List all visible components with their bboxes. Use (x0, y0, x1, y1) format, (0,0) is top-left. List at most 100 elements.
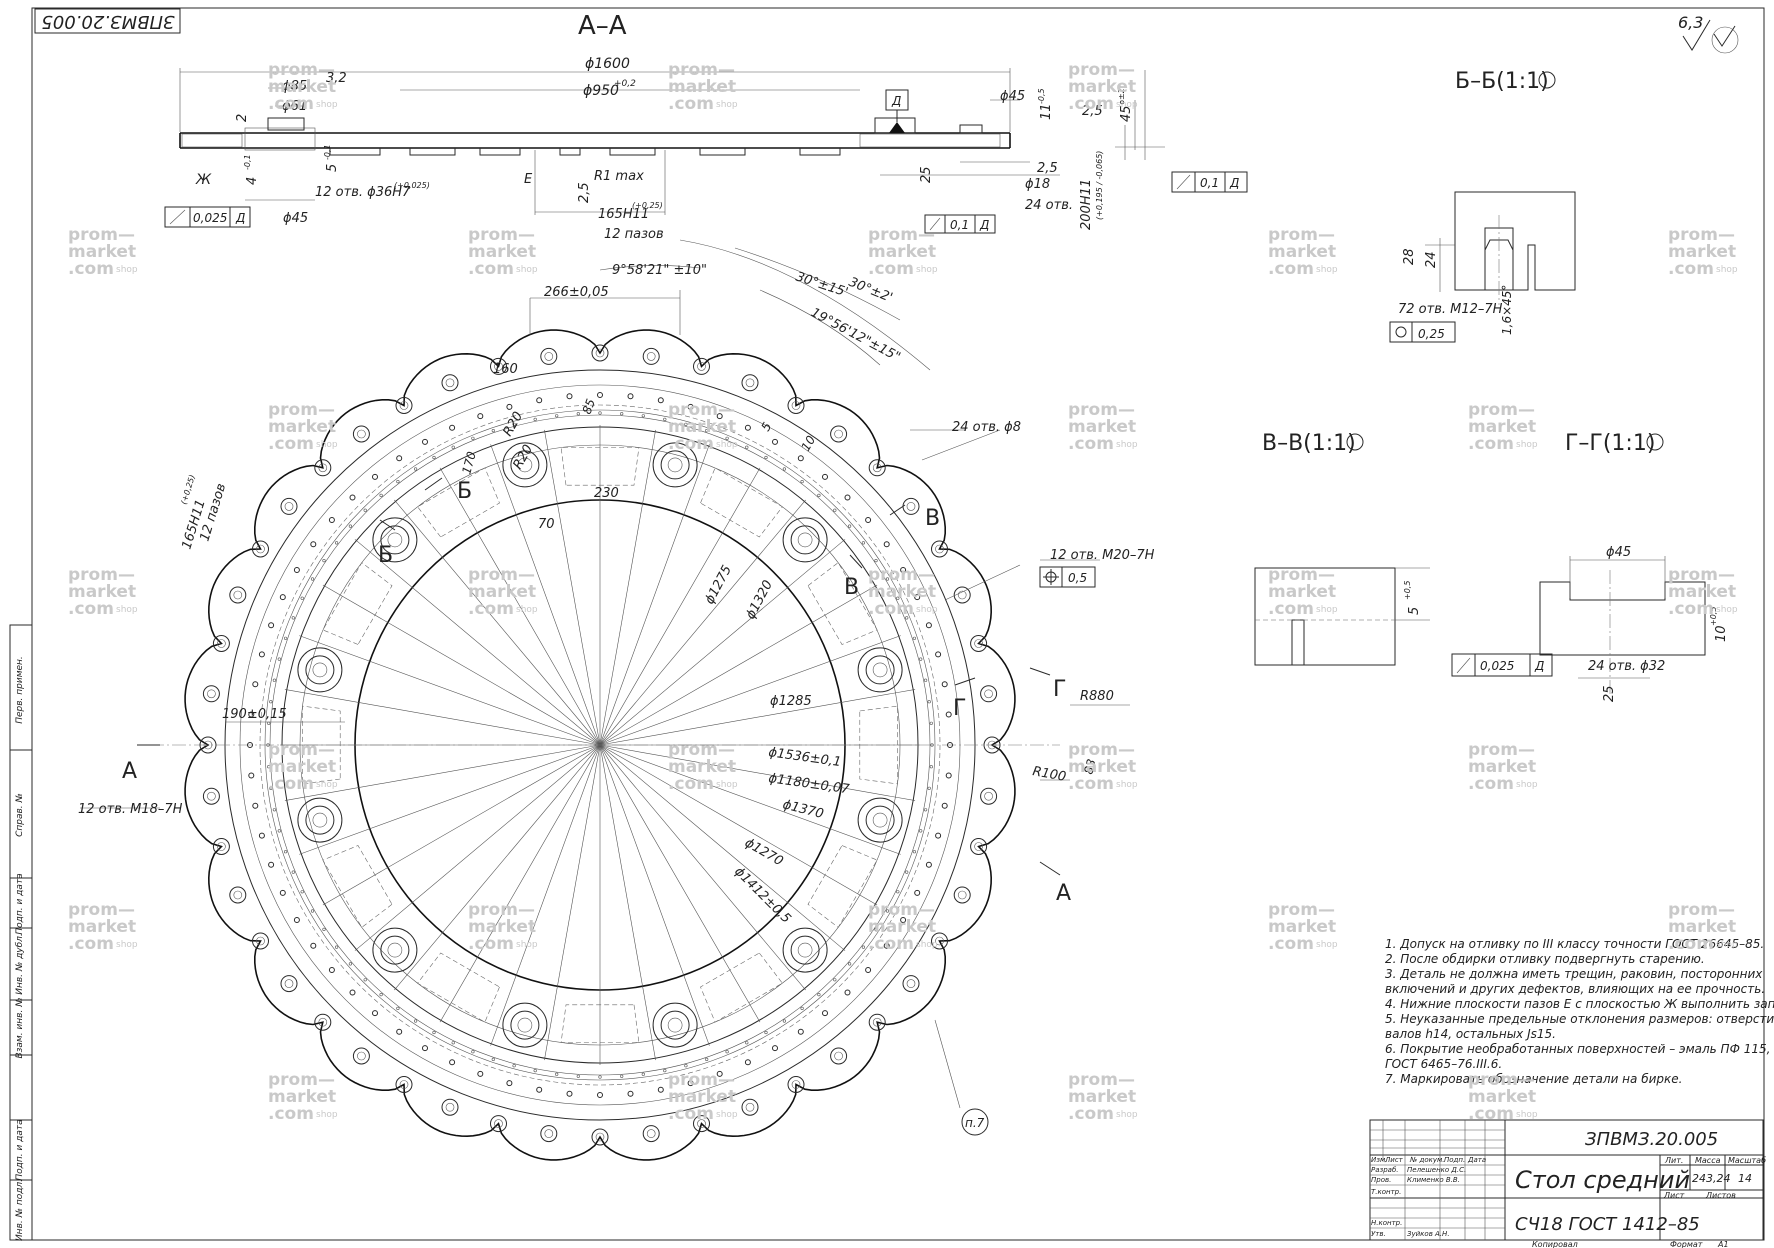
boss-hole-4 (387, 942, 403, 958)
small-hole-34 (252, 802, 259, 809)
ring-dot-79 (745, 445, 749, 449)
ring-dot-95 (929, 721, 933, 725)
small-hole-54 (597, 392, 603, 398)
boss-outer-7 (372, 517, 418, 563)
watermark-text: market (268, 1087, 336, 1107)
small-hole-2 (941, 802, 948, 809)
tb-sheets: Листов (1705, 1191, 1736, 1200)
watermark-suffix: shop (1316, 265, 1338, 275)
perimeter-hole-core-1 (984, 791, 993, 801)
dim-d85: ϕ85 (282, 79, 307, 94)
dim-d18: ϕ18 (1025, 177, 1050, 192)
watermark-text: market (1068, 757, 1136, 777)
small-hole-26 (372, 1010, 378, 1017)
ring-dot-17 (745, 1041, 749, 1045)
watermark-suffix: shop (316, 100, 338, 110)
small-hole-67 (914, 594, 921, 601)
watermark-text: prom— (268, 740, 335, 760)
section-gg-title: Г–Г(1:1) (1565, 431, 1655, 456)
small-hole-36 (247, 742, 253, 748)
ring-dot-18 (725, 1050, 729, 1054)
dim-r20-b: R20 (510, 442, 536, 472)
ring-dot-73 (620, 412, 624, 416)
perimeter-hole-core-40 (791, 401, 801, 410)
dim-d61: ϕ61 (282, 99, 307, 114)
perimeter-hole-11 (642, 1125, 660, 1143)
boss-inner-5 (305, 805, 335, 835)
tb-h-podp: Подп. (1444, 1156, 1465, 1164)
ring-dot-66 (471, 436, 475, 440)
note-line-5: 5. Неуказанные предельные отклонения раз… (1385, 1012, 1774, 1026)
ring-dot-12 (833, 978, 837, 982)
perimeter-hole-29 (280, 497, 298, 515)
tb-mass: 243,24 (1692, 1172, 1731, 1185)
watermark-text: .com (868, 259, 914, 279)
small-hole-71 (945, 711, 952, 718)
perimeter-hole-core-9 (745, 1102, 755, 1112)
watermark-text: market (668, 417, 736, 437)
perimeter-hole-6 (868, 1013, 886, 1031)
small-hole-18 (597, 1092, 603, 1098)
ring-dot-3 (923, 808, 928, 812)
tb-designation: ЗПВМЗ.20.005 (1585, 1129, 1718, 1150)
vv-dim-5: 5 (1407, 607, 1422, 615)
bb-dim-28: 28 (1402, 248, 1417, 265)
watermark-text: market (868, 582, 936, 602)
ring-dot-70 (555, 414, 559, 418)
ring-dot-1 (929, 765, 933, 769)
small-hole-42 (293, 567, 300, 573)
dim-10: 10 (798, 433, 818, 454)
perimeter-hole-15 (441, 1098, 459, 1116)
radial-line-22 (354, 539, 601, 746)
radial-line-30 (599, 467, 761, 746)
perimeter-hole-core-30 (318, 463, 328, 473)
watermark-suffix: shop (316, 1110, 338, 1120)
watermark-suffix: shop (116, 265, 138, 275)
dim-170: 170 (459, 450, 479, 476)
perimeter-hole-28 (252, 540, 269, 558)
watermark-text: .com (1268, 934, 1314, 954)
ring-dot-46 (269, 786, 273, 790)
radial-line-11 (490, 744, 601, 1046)
radial-line-24 (439, 467, 601, 746)
dim-5: 5 (758, 420, 774, 434)
radial-line-34 (599, 635, 901, 746)
perimeter-hole-core-37 (646, 352, 656, 361)
watermark-text: market (868, 242, 936, 262)
watermark-text: .com (1468, 434, 1514, 454)
radial-line-10 (544, 744, 601, 1061)
perimeter-hole-18 (314, 1013, 332, 1031)
note-line-3: включений и других дефектов, влияющих на… (1385, 982, 1765, 996)
perimeter-hole-26 (212, 635, 230, 652)
boss-hole-7 (387, 532, 403, 548)
watermark-text: market (1468, 1087, 1536, 1107)
ring-dot-25 (576, 1074, 580, 1078)
watermark-text: market (1068, 77, 1136, 97)
perimeter-hole-16 (395, 1076, 413, 1093)
dim-5: 5 (325, 164, 340, 172)
ring-dot-68 (512, 422, 516, 426)
note-line-8: ГОСТ 6465–76.III.6. (1385, 1057, 1502, 1071)
watermark-suffix: shop (716, 1110, 738, 1120)
ring-dot-24 (598, 1075, 602, 1079)
radial-line-31 (599, 499, 806, 746)
dim-25-d: 25 (919, 166, 934, 183)
perimeter-hole-core-44 (935, 544, 944, 554)
watermark-text: .com (868, 934, 914, 954)
ring-dot-11 (847, 962, 852, 966)
perimeter-hole-core-42 (872, 463, 882, 473)
boss-hole-6 (312, 662, 328, 678)
tb-col-scale: Масштаб (1728, 1156, 1766, 1165)
watermark-text: market (268, 77, 336, 97)
perimeter-hole-core-31 (357, 429, 366, 439)
tb-format-value: А1 (1717, 1240, 1729, 1248)
tol2-value: 0,1 (950, 218, 969, 232)
watermark-text: .com (1068, 434, 1114, 454)
boss-outer-5 (297, 797, 343, 843)
radial-line-12 (439, 744, 601, 1023)
ring-dot-52 (277, 657, 281, 661)
watermark-text: prom— (268, 1070, 335, 1090)
cut-b-1: Б (457, 479, 472, 504)
pos-frame-plan (1039, 566, 1096, 588)
tb-part-name: Стол средний (1515, 1166, 1690, 1194)
